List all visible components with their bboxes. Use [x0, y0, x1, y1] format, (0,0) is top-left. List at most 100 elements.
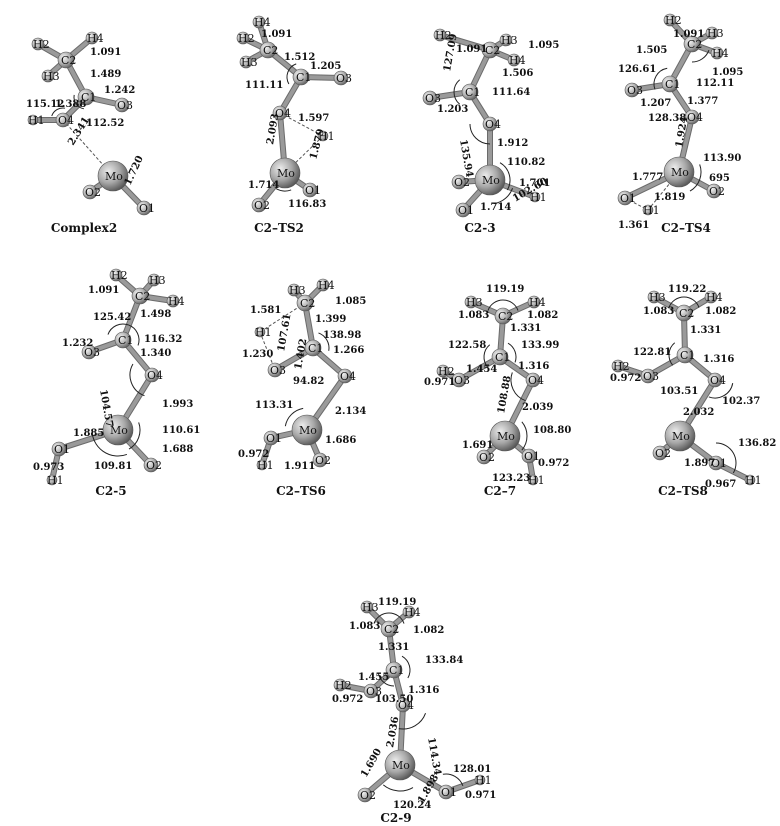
measurement-label: 1.399 [315, 314, 346, 325]
angle-arc [691, 49, 710, 63]
atom-H3 [499, 33, 513, 47]
atom-label: O3 [336, 72, 352, 85]
atom-H4 [85, 31, 99, 45]
measurement-label: 1.489 [90, 69, 121, 80]
measurement-label: 113.90 [703, 153, 741, 164]
atom-label: C1 [465, 86, 480, 99]
atom-label: H2 [335, 679, 352, 692]
atom-label: C2 [263, 44, 278, 57]
atom-label: O3 [454, 374, 470, 387]
atom-O3 [363, 683, 379, 699]
measurement-label: 109.81 [94, 461, 132, 472]
atom-label: Mo [277, 167, 295, 180]
measurement-label: 112.52 [86, 118, 124, 129]
atom-C1 [385, 661, 403, 679]
measurement-label: 1.581 [250, 305, 281, 316]
atom-label: H2 [665, 14, 682, 27]
angle-arc [487, 299, 519, 311]
atom-label: O3 [643, 370, 659, 383]
atom-O3 [422, 90, 438, 106]
measurement-label: 1.361 [618, 220, 649, 231]
measurement-label: 1.402 [293, 338, 309, 371]
atom-O4 [395, 697, 411, 713]
measurement-label: 94.82 [293, 376, 324, 387]
measurement-label: 103.50 [375, 694, 413, 705]
atom-label: H1 [475, 774, 492, 787]
atom-C1 [676, 346, 694, 364]
atom-C1 [491, 348, 509, 366]
atom-label: Mo [299, 424, 317, 437]
atom-O4 [144, 367, 160, 383]
atom-H2 [236, 31, 250, 45]
atom-C2 [259, 41, 277, 59]
measurement-label: 0.972 [238, 449, 269, 460]
angle-arc [715, 442, 737, 474]
measurement-label: 123.23 [492, 473, 530, 484]
measurement-label: 1.455 [358, 672, 389, 683]
measurement-label: 1.207 [640, 98, 671, 109]
measurement-label: 1.316 [703, 354, 734, 365]
atom-label: H3 [149, 274, 166, 287]
measurement-label: 1.879 [308, 128, 327, 161]
atom-Mo [269, 157, 301, 189]
measurement-label: 1.083 [349, 621, 380, 632]
atom-O3 [624, 82, 640, 98]
atom-O4 [525, 372, 541, 388]
angle-arc [521, 421, 528, 451]
angle-arc [398, 713, 427, 730]
atom-C2 [57, 51, 75, 69]
atom-O3 [451, 372, 467, 388]
atom-H1 [317, 130, 329, 142]
atom-label: H4 [254, 16, 271, 29]
measurement-label: 1.777 [632, 172, 663, 183]
measurement-label: 1.714 [480, 202, 511, 213]
angle-arc [510, 372, 526, 402]
measurement-label: 116.32 [144, 334, 182, 345]
atom-label: H4 [318, 279, 335, 292]
measurement-label: 0.972 [538, 458, 569, 469]
atom-C1 [304, 339, 322, 357]
structure-title: C2-3 [464, 221, 495, 235]
atom-label: H1 [530, 191, 547, 204]
atom-label: H3 [362, 601, 379, 614]
measurement-label: 2.093 [265, 113, 281, 146]
atom-C2 [481, 41, 499, 59]
measurement-label: 1.095 [712, 67, 743, 78]
measurement-label: 122.58 [448, 340, 486, 351]
measurement-label: 1.993 [162, 399, 193, 410]
angle-arc [129, 363, 145, 397]
measurement-label: 1.331 [378, 642, 409, 653]
measurement-label: 1.924 [674, 116, 690, 149]
atom-label: C2 [300, 297, 315, 310]
measurement-label: 1.454 [466, 364, 497, 375]
measurement-label: 1.340 [140, 348, 171, 359]
measurement-label: 1.690 [359, 747, 384, 780]
atom-H3 [147, 273, 161, 287]
atom-label: H3 [241, 56, 258, 69]
measurement-label: 1.083 [458, 310, 489, 321]
measurement-label: 0.972 [610, 373, 641, 384]
measurement-label: 0.967 [705, 479, 736, 490]
atom-label: H2 [438, 365, 455, 378]
atom-label: C2 [679, 307, 694, 320]
atom-O4 [482, 116, 498, 132]
atom-C1 [461, 83, 479, 101]
atom-label: C2 [687, 38, 702, 51]
measurement-label: 0.973 [33, 462, 64, 473]
measurement-label: 1.912 [497, 138, 528, 149]
atom-label: O1 [54, 443, 70, 456]
atom-label: O1 [266, 432, 282, 445]
measurement-label: 119.19 [486, 284, 524, 295]
angle-arc [401, 655, 411, 679]
atom-H2 [433, 28, 447, 42]
measurement-label: 1.095 [528, 40, 559, 51]
angle-arc [51, 107, 66, 117]
measurement-label: 2.039 [522, 402, 553, 413]
measurement-label: 1.266 [333, 345, 364, 356]
atom-O2 [476, 449, 492, 465]
atom-C2 [380, 620, 398, 638]
structure-title: Complex2 [51, 221, 117, 235]
atom-H3 [360, 600, 374, 614]
